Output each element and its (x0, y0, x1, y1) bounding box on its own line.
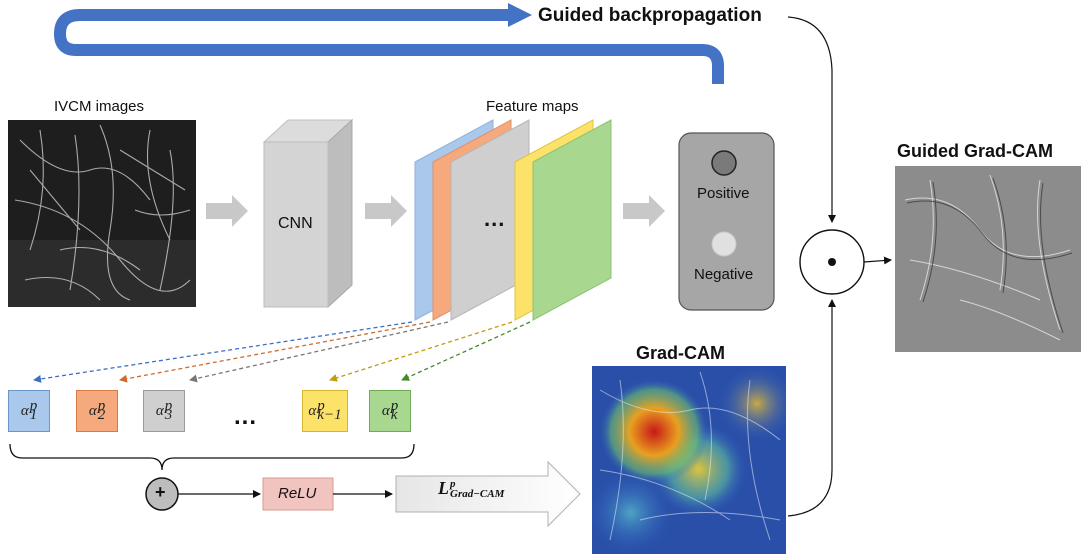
guided-backprop-label: Guided backpropagation (538, 5, 762, 26)
loss-sup: p (450, 477, 456, 490)
gradcam-label: Grad-CAM (636, 343, 725, 363)
cnn-block (262, 118, 354, 309)
feature-maps-ellipsis: ... (484, 206, 506, 231)
relu-box (262, 477, 334, 511)
dash-to-alpha-k-1 (329, 321, 513, 382)
arrow-features-to-output (623, 195, 665, 227)
guided-backprop-arrowhead (508, 3, 532, 27)
gradcam-to-dot-line (787, 299, 836, 517)
weights-ellipsis: ... (234, 403, 258, 430)
loss-sub: Grad−CAM (450, 487, 505, 500)
loss-label: L p Grad−CAM (438, 478, 504, 499)
dot-to-guided-line (863, 256, 892, 265)
positive-label: Positive (697, 185, 750, 202)
positive-node (711, 150, 737, 176)
cnn-label: CNN (278, 215, 313, 232)
output-classifier-box (678, 132, 775, 311)
ivcm-image (8, 120, 196, 307)
dash-to-alpha-k (401, 321, 531, 381)
guided-gradcam-label: Guided Grad-CAM (897, 141, 1053, 161)
loss-base: L (438, 478, 449, 498)
dash-to-alpha-3 (189, 321, 449, 383)
relu-label: ReLU (278, 485, 317, 502)
feature-maps-label: Feature maps (486, 98, 579, 115)
arrow-image-to-cnn (206, 195, 248, 227)
dash-to-alpha-1 (33, 321, 413, 383)
ivcm-images-label: IVCM images (54, 98, 145, 115)
feature-map-green (532, 119, 612, 321)
multiply-dot-icon (828, 258, 836, 266)
gradcam-image (592, 366, 786, 554)
arrow-cnn-to-features (365, 195, 407, 227)
sum-plus-icon: + (155, 482, 166, 502)
weights-brace (9, 443, 415, 471)
dash-to-alpha-2 (119, 321, 431, 383)
loss-arrow (395, 460, 581, 528)
guided-backprop-arrow (53, 9, 724, 84)
feature-maps (414, 119, 612, 321)
guided-to-dot-line (787, 16, 836, 223)
negative-node (711, 231, 737, 257)
guided-gradcam-image (895, 166, 1081, 352)
negative-label: Negative (694, 266, 754, 283)
